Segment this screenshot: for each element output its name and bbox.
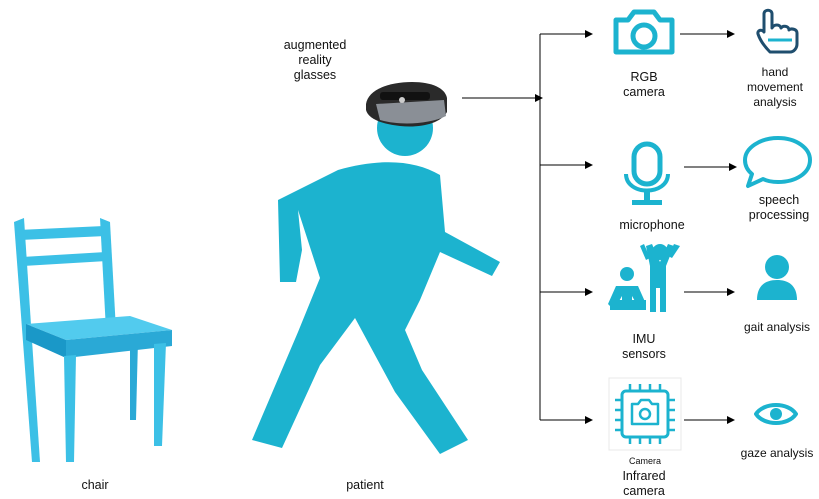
gait-analysis-label: gait analysis bbox=[743, 320, 811, 334]
chair-icon bbox=[14, 218, 172, 462]
microphone-icon bbox=[624, 141, 670, 205]
walking-person-icon bbox=[252, 100, 500, 454]
pointing-hand-icon bbox=[756, 8, 799, 54]
speech-bubble-icon bbox=[743, 136, 812, 188]
camera-icon bbox=[613, 9, 675, 55]
gaze-analysis-label: gaze analysis bbox=[740, 446, 814, 460]
patient-label: patient bbox=[346, 478, 384, 492]
ar-headset-icon bbox=[366, 82, 447, 127]
exercise-people-icon bbox=[608, 244, 680, 312]
person-icon bbox=[757, 255, 797, 300]
chip-camera-icon bbox=[608, 377, 682, 451]
microphone-label: microphone bbox=[619, 218, 685, 232]
chair-label: chair bbox=[81, 478, 109, 492]
infrared-caption: Camera bbox=[628, 456, 661, 466]
connector-lines bbox=[462, 30, 737, 424]
eye-icon bbox=[754, 403, 798, 425]
